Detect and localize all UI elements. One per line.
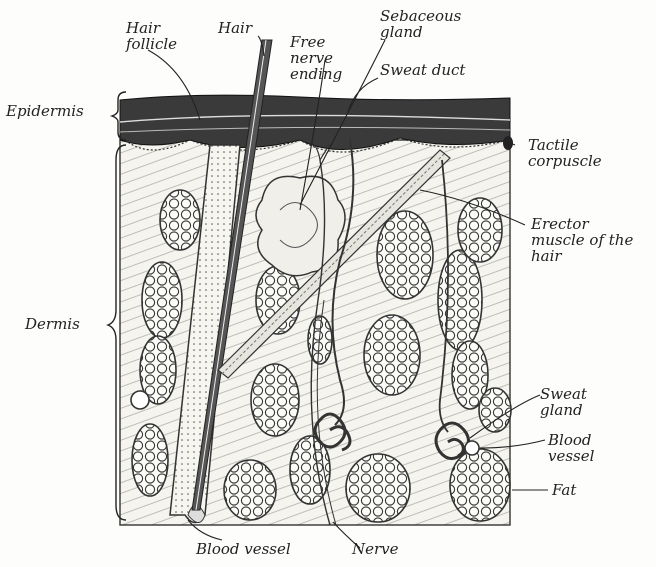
blood-vessel-circle — [465, 441, 479, 455]
label-blood-vessel-right: Blood vessel — [548, 432, 594, 464]
label-erector-muscle: Erector muscle of the hair — [531, 216, 633, 264]
label-hair-follicle: Hair follicle — [126, 20, 177, 52]
label-hair: Hair — [218, 20, 252, 36]
label-sweat-duct: Sweat duct — [380, 62, 465, 78]
label-sweat-gland: Sweat gland — [540, 386, 587, 418]
label-sebaceous-gland: Sebaceous gland — [380, 8, 461, 40]
label-nerve: Nerve — [352, 541, 399, 557]
label-fat: Fat — [552, 482, 576, 498]
label-blood-vessel-bottom: Blood vessel — [196, 541, 291, 557]
tactile-corpuscle — [503, 136, 513, 150]
label-tactile-corpuscle: Tactile corpuscle — [528, 137, 602, 169]
label-dermis: Dermis — [25, 316, 80, 332]
label-free-nerve-ending: Free nerve ending — [290, 34, 342, 82]
label-epidermis: Epidermis — [6, 103, 84, 119]
